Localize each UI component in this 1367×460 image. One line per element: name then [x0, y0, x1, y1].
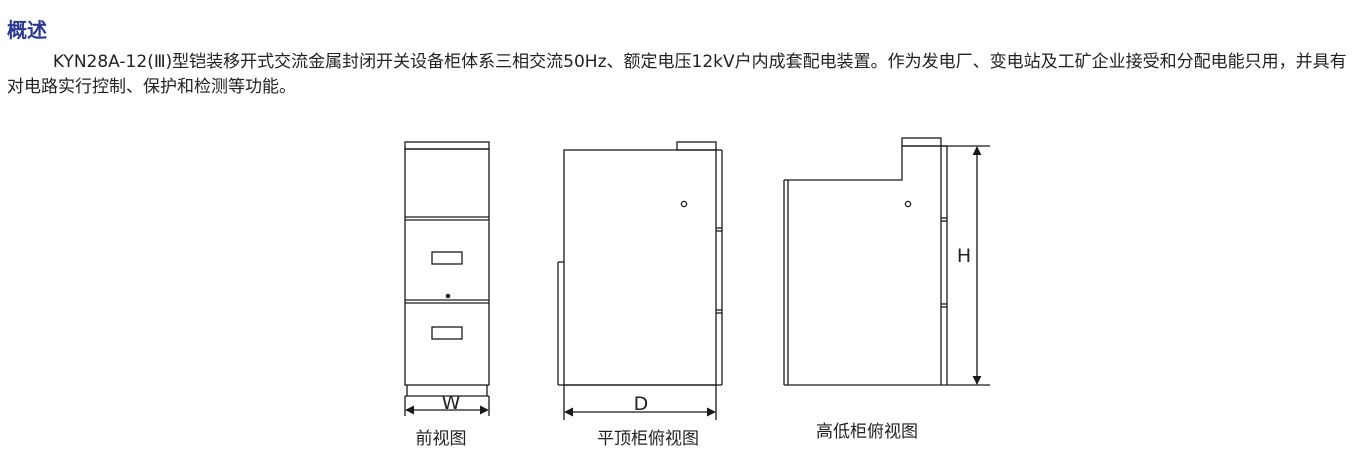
flat-top-view-drawing [557, 141, 723, 420]
front-view-cabinet-body [404, 148, 490, 397]
high-low-view-top-box [901, 137, 942, 147]
section-heading: 概述 [7, 18, 47, 42]
front-view-drawing [404, 141, 490, 416]
overview-paragraph: KYN28A-12(Ⅲ)型铠装移开式交流金属封闭开关设备柜体系三相交流50Hz、… [7, 52, 1347, 97]
front-view-handle-upper [431, 251, 463, 265]
flat-top-view-dimension-label: D [634, 393, 649, 415]
front-view-caption: 前视图 [416, 429, 467, 449]
front-view-dimension-label: W [442, 392, 461, 414]
high-low-view-caption: 高低柜俯视图 [816, 422, 918, 442]
front-view-width-dimension [404, 396, 490, 416]
high-low-view-drawing [783, 137, 990, 386]
flat-top-view-roof-box [676, 141, 717, 151]
high-low-view-dimension-label: H [957, 245, 971, 267]
high-low-view-cabinet-body [783, 145, 948, 386]
high-low-view-bolt [904, 200, 912, 208]
flat-top-view-caption: 平顶柜俯视图 [597, 429, 699, 449]
front-view-indicator-dot [445, 293, 451, 299]
front-view-handle-lower [431, 326, 463, 340]
high-low-view-height-dimension [941, 145, 990, 386]
flat-top-view-cabinet-body [557, 149, 723, 386]
front-view-top-cap [404, 141, 490, 150]
flat-top-view-depth-dimension [563, 385, 717, 420]
flat-top-view-bolt [680, 200, 688, 208]
